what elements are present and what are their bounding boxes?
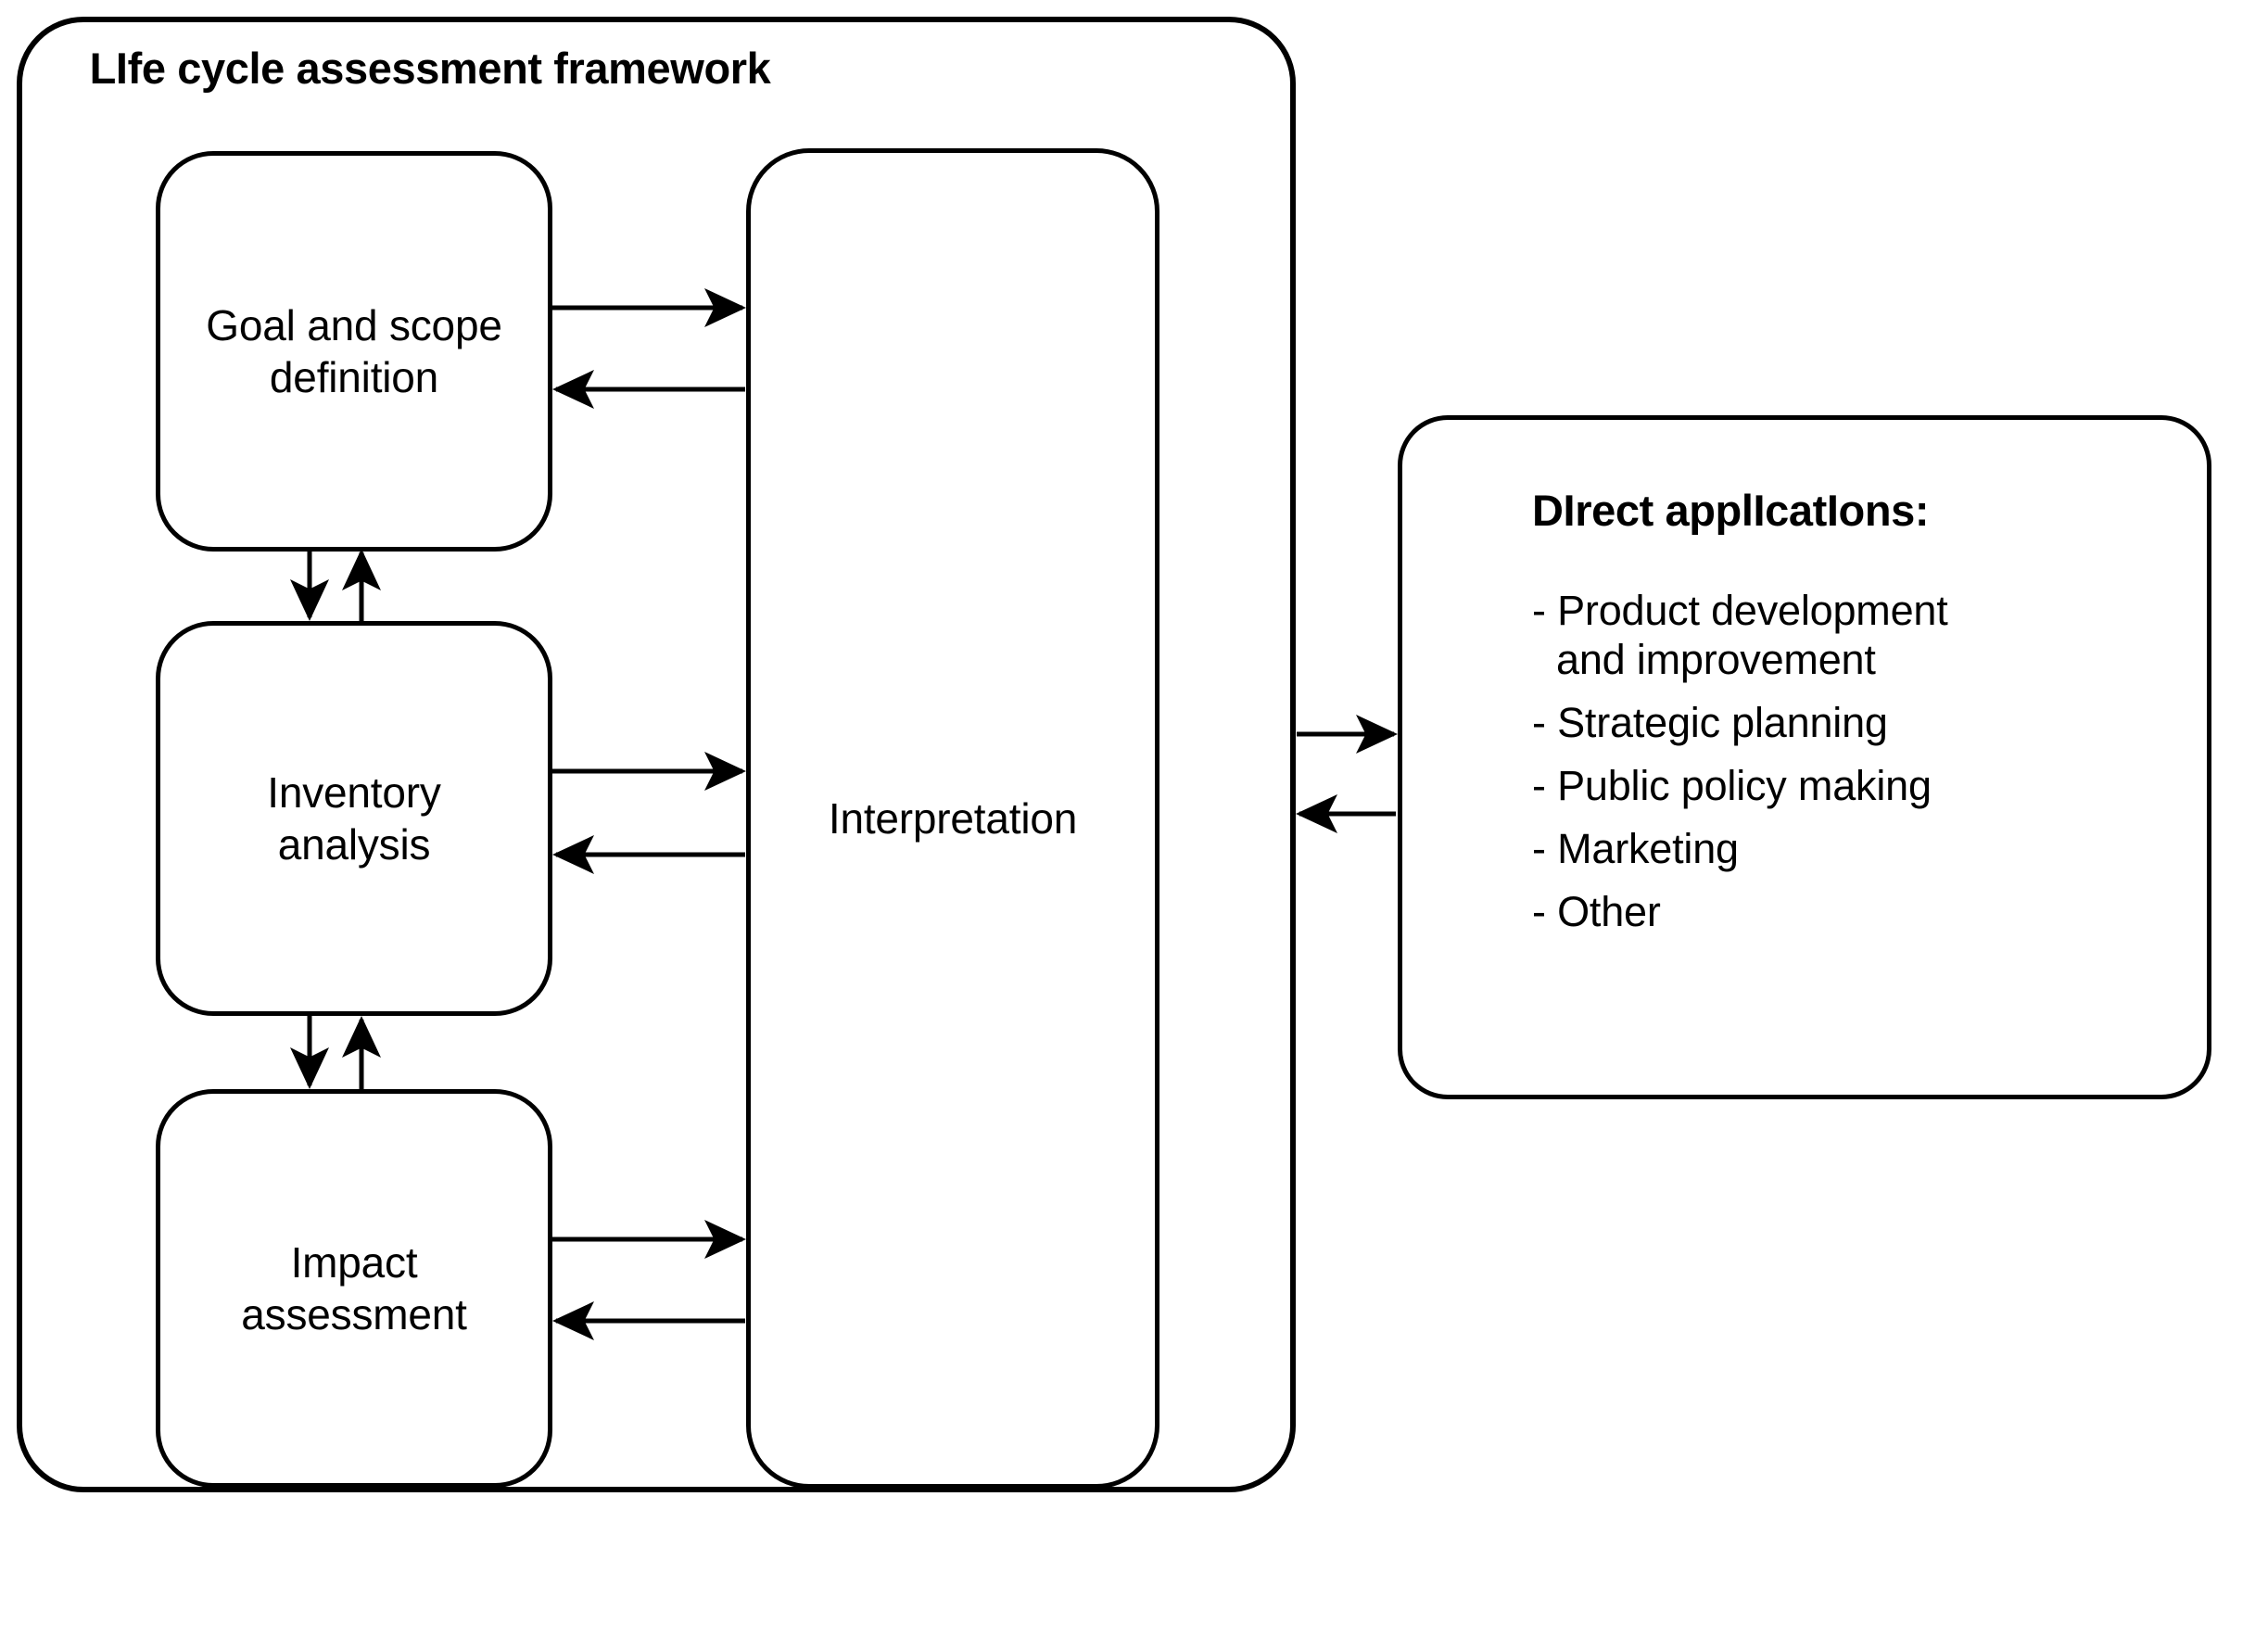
application-item-product-development: - Product development and improvement <box>1532 586 2207 684</box>
application-item-strategic-planning: - Strategic planning <box>1532 698 2207 747</box>
application-bullet: - <box>1532 825 1558 873</box>
stage-box-interpretation[interactable]: Interpretation <box>746 148 1159 1489</box>
direct-applications-heading: DIrect applIcatIons: <box>1532 486 1930 535</box>
stage-label-inventory-analysis: Inventory analysis <box>267 767 441 869</box>
application-label: Other <box>1557 888 1661 936</box>
application-bullet: - <box>1532 888 1558 936</box>
application-label: Public policy making <box>1557 762 1932 810</box>
application-item-marketing: - Marketing <box>1532 824 2207 873</box>
stage-box-inventory-analysis[interactable]: Inventory analysis <box>156 621 552 1016</box>
application-bullet: - <box>1532 762 1558 810</box>
stage-box-impact-assessment[interactable]: Impact assessment <box>156 1089 552 1488</box>
application-label: Marketing <box>1557 825 1739 873</box>
application-label: Product development and improvement <box>1556 587 1948 684</box>
stage-box-goal-and-scope-definition[interactable]: Goal and scope definition <box>156 151 552 552</box>
stage-label-impact-assessment: Impact assessment <box>241 1237 467 1338</box>
application-item-other: - Other <box>1532 887 2207 936</box>
application-bullet: - <box>1532 699 1558 747</box>
application-item-public-policy-making: - Public policy making <box>1532 761 2207 810</box>
application-bullet: - <box>1532 587 1558 634</box>
stage-label-interpretation: Interpretation <box>828 794 1078 843</box>
framework-title: LIfe cycle assessment framework <box>89 44 771 93</box>
direct-applications-list: - Product development and improvement - … <box>1532 586 2207 937</box>
direct-applications-container[interactable]: DIrect applIcatIons: - Product developme… <box>1398 415 2211 1099</box>
application-label: Strategic planning <box>1557 699 1888 747</box>
stage-label-goal-and-scope-definition: Goal and scope definition <box>206 300 502 401</box>
